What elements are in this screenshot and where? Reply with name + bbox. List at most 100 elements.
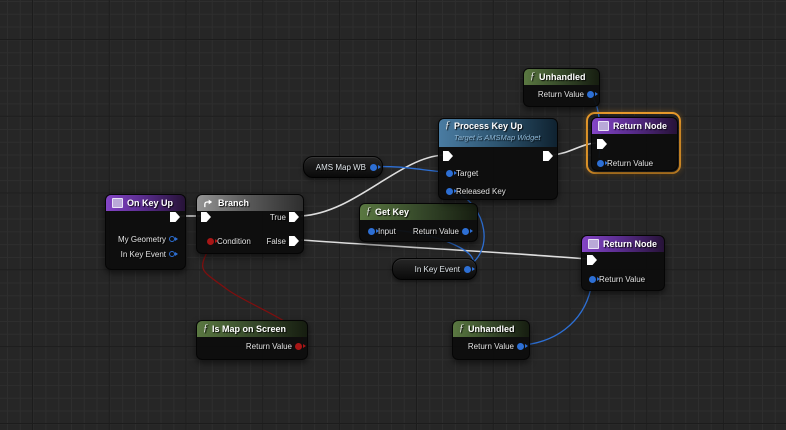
ams-map-wb-out-pin[interactable] <box>370 163 377 171</box>
return-value-row: Return Value <box>468 341 524 351</box>
return-value-row: Return Value <box>246 341 302 351</box>
return-value-pin[interactable] <box>597 159 604 167</box>
pin-label: Return Value <box>245 341 292 351</box>
node-unhandled-top[interactable]: ƒ Unhandled Return Value <box>523 68 600 107</box>
in-key-event-row: In Key Event <box>121 249 175 259</box>
in-key-event-pin[interactable] <box>169 251 175 257</box>
pin-label: Input <box>378 226 396 236</box>
variable-ams-map-wb[interactable]: AMS Map WB <box>303 156 383 178</box>
target-row: Target <box>446 168 478 178</box>
pin-label: True <box>269 212 286 222</box>
node-header[interactable]: Branch <box>197 195 303 211</box>
condition-pin[interactable] <box>207 237 214 245</box>
node-on-key-up[interactable]: On Key Up My Geometry In Key Event <box>105 194 186 270</box>
exec-out-row <box>170 212 180 222</box>
exec-in-pin[interactable] <box>587 255 597 265</box>
function-icon: ƒ <box>203 323 208 334</box>
node-header[interactable]: ƒ Is Map on Screen <box>197 321 307 337</box>
return-value-row: Return Value <box>597 158 653 168</box>
widget-event-icon <box>112 198 123 208</box>
node-unhandled-bottom[interactable]: ƒ Unhandled Return Value <box>452 320 530 360</box>
return-value-row: Return Value <box>589 274 645 284</box>
pin-label: Target <box>456 168 479 178</box>
return-value-pin[interactable] <box>587 90 594 98</box>
node-title: On Key Up <box>127 198 174 208</box>
node-subtitle: Target is AMSMap Widget <box>454 133 541 142</box>
my-geometry-pin[interactable] <box>169 236 175 242</box>
node-title: Process Key Up <box>454 121 523 131</box>
exec-out-pin[interactable] <box>170 212 180 222</box>
condition-row: Condition <box>207 236 251 246</box>
node-branch[interactable]: Branch True Condition False <box>196 194 304 254</box>
node-return-node-selected[interactable]: Return Node Return Value <box>591 117 678 171</box>
variable-in-key-event[interactable]: In Key Event <box>392 258 477 280</box>
return-value-pin[interactable] <box>589 275 596 283</box>
exec-out-row <box>543 151 553 161</box>
node-header[interactable]: ƒ Unhandled <box>453 321 529 337</box>
node-header[interactable]: ƒ Process Key Up Target is AMSMap Widget <box>439 119 557 147</box>
return-value-pin[interactable] <box>462 227 469 235</box>
variable-label: In Key Event <box>414 264 460 274</box>
return-value-pin[interactable] <box>295 342 302 350</box>
in-key-event-out-pin[interactable] <box>464 265 471 273</box>
pin-label: Return Value <box>467 341 514 351</box>
pin-label: Return Value <box>599 274 646 284</box>
pin-label: In Key Event <box>120 249 166 259</box>
input-row: Input <box>368 226 396 236</box>
released-key-pin[interactable] <box>446 187 453 195</box>
true-exec-pin[interactable] <box>289 212 299 222</box>
selection-outline: Return Node Return Value <box>586 112 681 174</box>
pin-label: False <box>266 236 286 246</box>
pin-label: My Geometry <box>117 234 166 244</box>
node-title: Branch <box>218 198 250 208</box>
false-row: False <box>266 236 299 246</box>
exec-in-row <box>587 255 597 265</box>
node-title: Unhandled <box>539 72 586 82</box>
pin-label: Released Key <box>456 186 506 196</box>
variable-label: AMS Map WB <box>315 162 366 172</box>
node-title: Get Key <box>375 207 410 217</box>
exec-in-row <box>201 212 211 222</box>
exec-in-pin[interactable] <box>443 151 453 161</box>
node-process-key-up[interactable]: ƒ Process Key Up Target is AMSMap Widget… <box>438 118 558 200</box>
exec-in-row <box>597 139 607 149</box>
target-pin[interactable] <box>446 169 453 177</box>
node-header[interactable]: ƒ Unhandled <box>524 69 599 85</box>
node-title: Is Map on Screen <box>212 324 287 334</box>
branch-icon <box>204 199 213 207</box>
my-geometry-row: My Geometry <box>118 234 175 244</box>
input-pin[interactable] <box>368 227 375 235</box>
function-icon: ƒ <box>459 323 464 334</box>
node-header[interactable]: Return Node <box>592 118 677 134</box>
wire-unhandled-returnvalue-bottom <box>523 281 593 346</box>
function-icon: ƒ <box>366 206 371 217</box>
node-title: Unhandled <box>468 324 515 334</box>
pin-label: Return Value <box>537 89 584 99</box>
node-return-node-bottom[interactable]: Return Node Return Value <box>581 235 665 291</box>
node-get-key[interactable]: ƒ Get Key Input Return Value <box>359 203 478 242</box>
node-header[interactable]: Return Node <box>582 236 664 252</box>
node-title: Return Node <box>603 239 657 249</box>
function-icon: ƒ <box>530 71 535 82</box>
pin-label: Condition <box>217 236 251 246</box>
pin-label: Return Value <box>412 226 459 236</box>
exec-in-row <box>443 151 453 161</box>
widget-event-icon <box>598 121 609 131</box>
return-value-row: Return Value <box>538 89 594 99</box>
exec-in-pin[interactable] <box>201 212 211 222</box>
pin-label: Return Value <box>607 158 654 168</box>
node-header[interactable]: ƒ Get Key <box>360 204 477 220</box>
false-exec-pin[interactable] <box>289 236 299 246</box>
return-value-pin[interactable] <box>517 342 524 350</box>
wire-exec-branch-false-returnnode <box>300 239 588 260</box>
node-is-map-on-screen[interactable]: ƒ Is Map on Screen Return Value <box>196 320 308 360</box>
exec-in-pin[interactable] <box>597 139 607 149</box>
function-icon: ƒ <box>445 120 450 131</box>
widget-event-icon <box>588 239 599 249</box>
true-row: True <box>270 212 299 222</box>
exec-out-pin[interactable] <box>543 151 553 161</box>
node-title: Return Node <box>613 121 667 131</box>
node-header[interactable]: On Key Up <box>106 195 185 211</box>
return-value-row: Return Value <box>413 226 469 236</box>
